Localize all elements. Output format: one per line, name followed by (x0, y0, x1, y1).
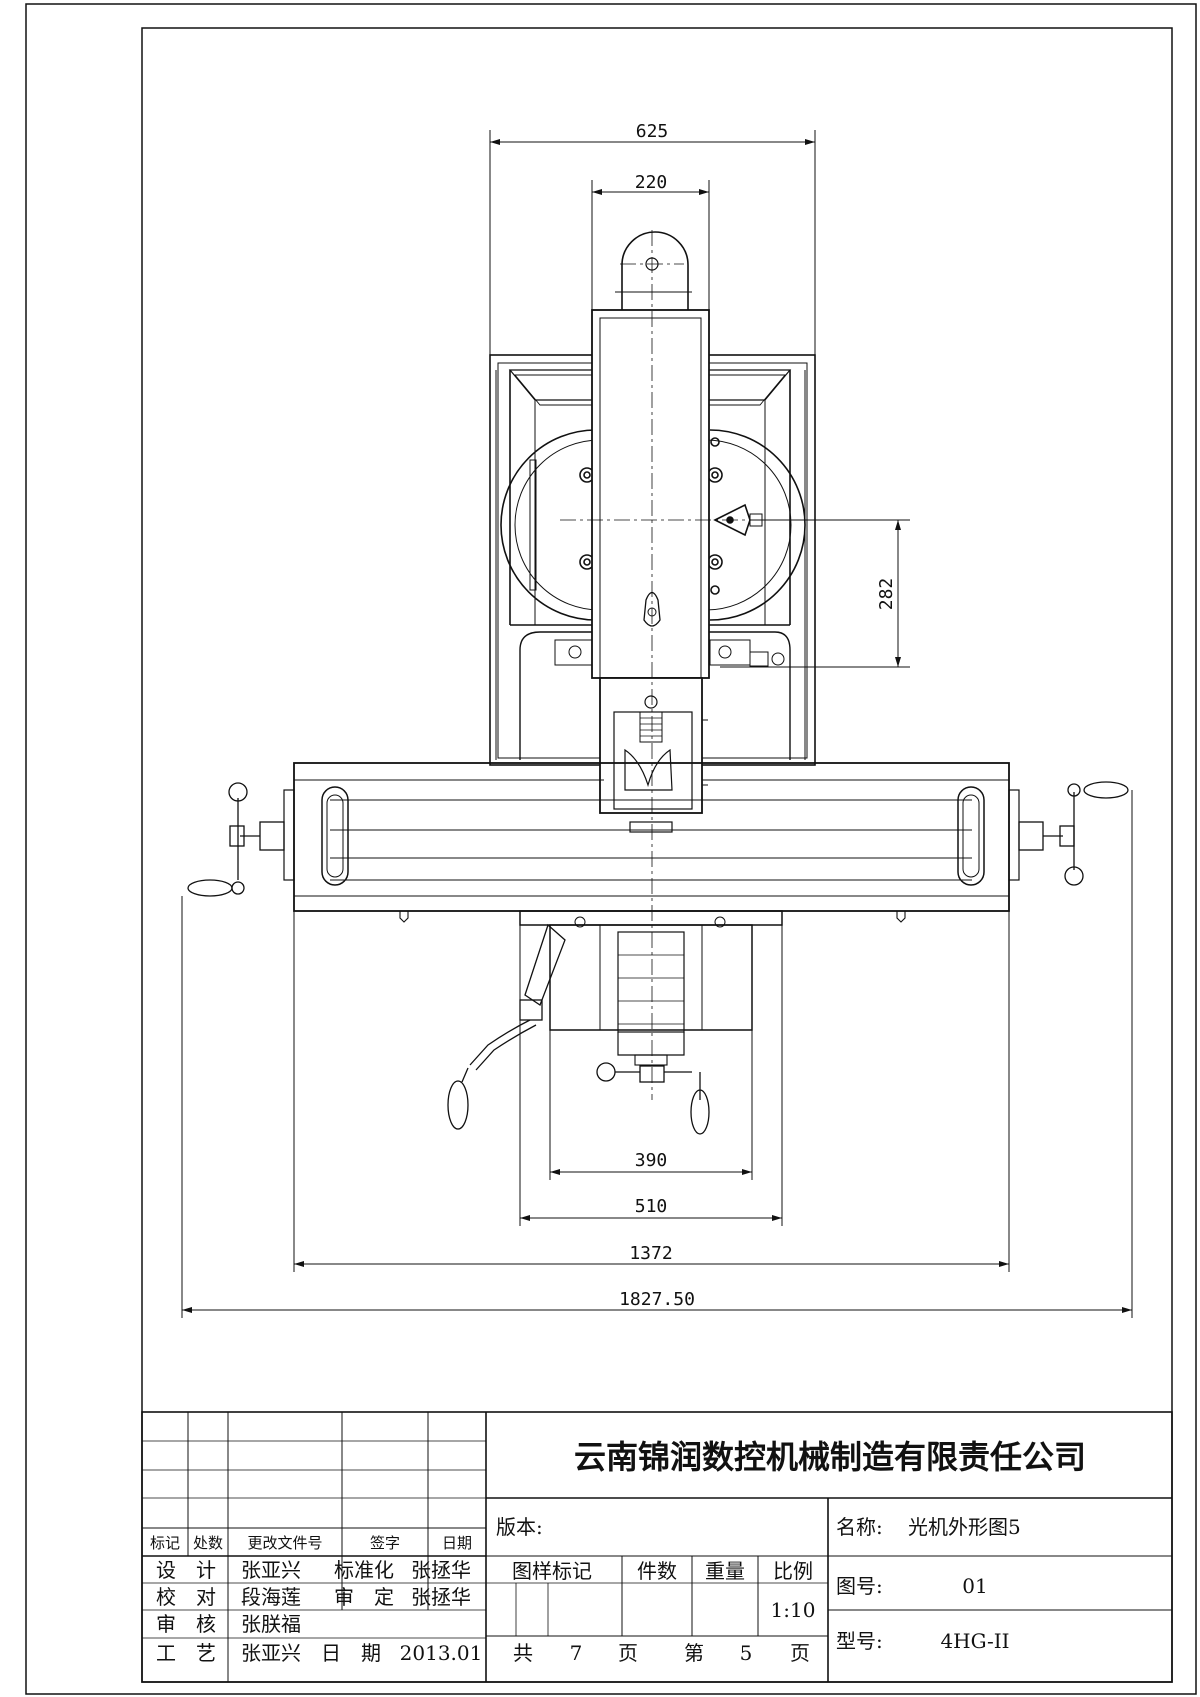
scale-label: 比例 (773, 1559, 813, 1583)
dim-625: 625 (636, 121, 669, 142)
left-handwheel (187, 782, 285, 897)
dim-510: 510 (635, 1196, 668, 1217)
total-page-unit: 页 (618, 1641, 638, 1665)
dim-390: 390 (635, 1150, 668, 1171)
total-label: 共 (513, 1641, 533, 1665)
title-block (141, 1411, 1173, 1683)
dim-282: 282 (876, 578, 897, 611)
sheet-no: 5 (740, 1641, 753, 1665)
name-value: 光机外形图5 (908, 1515, 1021, 1539)
bottom-crank (596, 1062, 710, 1135)
center-lines (560, 230, 760, 1100)
knee-crank (447, 923, 566, 1130)
process-name: 张亚兴 (241, 1641, 301, 1665)
rev-docno-header: 更改文件号 (247, 1534, 322, 1552)
inner-frame (141, 27, 1173, 1683)
review-label: 审 核 (156, 1612, 216, 1636)
version-label: 版本: (496, 1515, 543, 1539)
standard-label: 标准化 (334, 1558, 394, 1582)
design-label: 设 计 (156, 1558, 216, 1582)
check-name: 段海莲 (241, 1585, 301, 1609)
approve-name: 张拯华 (411, 1585, 471, 1609)
review-name: 张朕福 (241, 1612, 301, 1636)
design-name: 张亚兴 (241, 1558, 301, 1582)
weight-label: 重量 (705, 1559, 745, 1583)
dimension-labels: 625 220 282 390 510 1372 1827.50 (619, 121, 897, 1310)
approve-label: 审 定 (334, 1585, 394, 1609)
standard-name: 张拯华 (411, 1558, 471, 1582)
dim-220: 220 (635, 172, 668, 193)
model-label: 型号: (836, 1629, 883, 1653)
dimensions (181, 130, 1133, 1318)
date-value: 2013.01 (400, 1641, 483, 1665)
date-label: 日 期 (321, 1641, 381, 1665)
process-label: 工 艺 (156, 1641, 216, 1665)
scale-value: 1:10 (771, 1598, 816, 1622)
drawing-no-value: 01 (962, 1574, 987, 1598)
pieces-label: 件数 (637, 1559, 677, 1583)
drawing-no-label: 图号: (836, 1574, 883, 1598)
total-pages: 7 (570, 1641, 583, 1665)
model-value: 4HG-II (940, 1629, 1009, 1653)
check-label: 校 对 (156, 1585, 216, 1609)
title-block-text: 云南锦润数控机械制造有限责任公司 标记 处数 更改文件号 签字 日期 设 计 张… (150, 1438, 1086, 1665)
name-label: 名称: (836, 1515, 883, 1539)
rev-mark-header: 标记 (150, 1534, 180, 1552)
sheet-label: 第 (684, 1641, 704, 1665)
rev-count-header: 处数 (193, 1534, 223, 1552)
machine-drawing (187, 231, 1129, 1135)
dim-1372: 1372 (629, 1243, 672, 1264)
right-handwheel (1018, 781, 1129, 886)
outer-border (25, 3, 1197, 1695)
company-name: 云南锦润数控机械制造有限责任公司 (574, 1438, 1086, 1476)
stage-mark-label: 图样标记 (512, 1559, 592, 1583)
rev-sign-header: 签字 (370, 1534, 400, 1552)
sheet-page-unit: 页 (790, 1641, 810, 1665)
dim-1827: 1827.50 (619, 1289, 695, 1310)
ram-body (591, 309, 710, 679)
rev-date-header: 日期 (442, 1534, 472, 1552)
